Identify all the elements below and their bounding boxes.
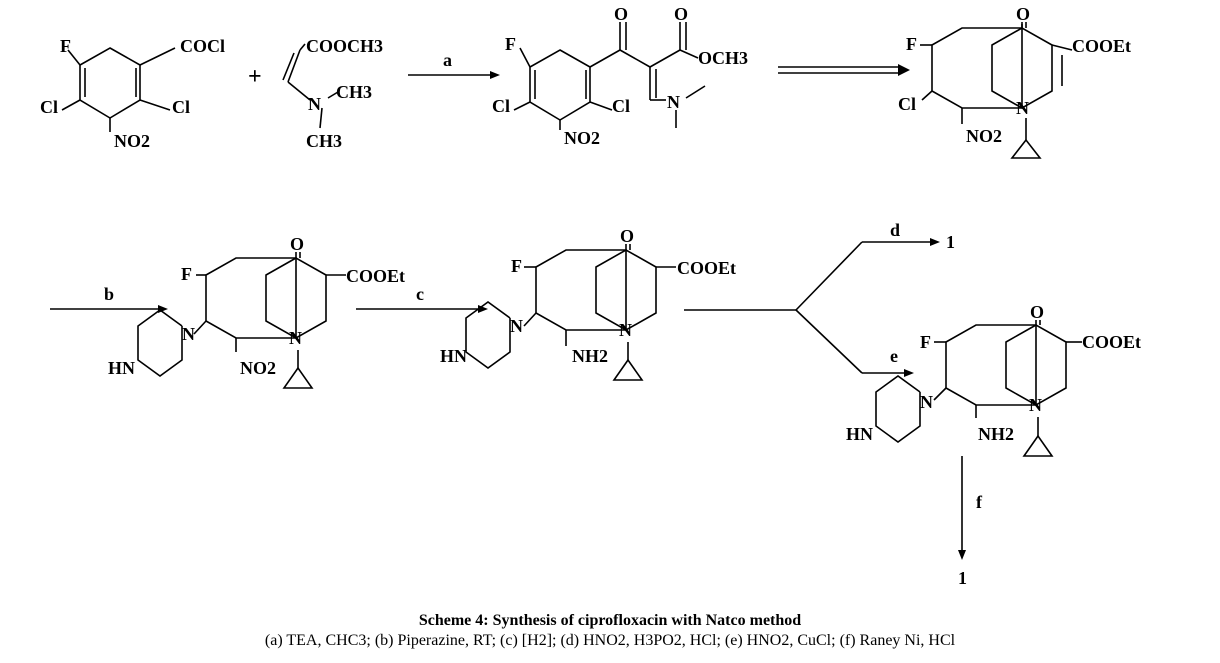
- atom-fluorine: F: [60, 36, 71, 56]
- atom-fluorine: F: [906, 34, 917, 54]
- group-secondary-amine: HN: [108, 358, 135, 378]
- reaction-arrow-multistep: [778, 64, 910, 76]
- group-nitro: NO2: [564, 128, 600, 148]
- atom-nitrogen: N: [1016, 98, 1029, 118]
- reaction-arrow-c: c: [356, 284, 488, 313]
- molecule-amino-quinolone: O COOEt F N NH2 N HN: [440, 226, 736, 381]
- atom-oxygen: O: [674, 4, 688, 24]
- atom-nitrogen: N: [182, 324, 195, 344]
- molecule-enamine-ester: COOCH3 N CH3 CH3: [282, 36, 383, 151]
- reaction-arrow-f: f 1: [958, 456, 983, 588]
- atom-nitrogen: N: [308, 94, 321, 114]
- caption-conditions: (a) TEA, CHC3; (b) Piperazine, RT; (c) […: [264, 632, 956, 649]
- atom-chlorine: Cl: [612, 96, 630, 116]
- reaction-scheme: F COCl Cl Cl NO2 + COOCH3 N CH3 CH3 a: [40, 4, 1141, 588]
- atom-nitrogen: N: [920, 392, 933, 412]
- caption-title: Scheme 4: Synthesis of ciprofloxacin wit…: [418, 612, 802, 629]
- group-nitro: NO2: [966, 126, 1002, 146]
- group-ethyl-ester: COOEt: [1072, 36, 1131, 56]
- group-methyl: CH3: [306, 131, 342, 151]
- atom-fluorine: F: [181, 264, 192, 284]
- atom-fluorine: F: [511, 256, 522, 276]
- reaction-arrow-a: a: [408, 50, 500, 79]
- group-methyl-ester: COOCH3: [306, 36, 383, 56]
- reagent-label-e: e: [890, 346, 898, 366]
- reagent-label-c: c: [416, 284, 424, 304]
- reaction-arrow-b: b: [50, 284, 168, 313]
- group-ethyl-ester: COOEt: [677, 258, 736, 278]
- scheme-caption: Scheme 4: Synthesis of ciprofloxacin wit…: [0, 611, 1220, 651]
- atom-nitrogen: N: [619, 320, 632, 340]
- atom-nitrogen: N: [667, 92, 680, 112]
- atom-nitrogen: N: [510, 316, 523, 336]
- molecule-nitro-quinolone: O COOEt F Cl NO2 N: [898, 4, 1131, 159]
- group-secondary-amine: HN: [440, 346, 467, 366]
- group-nitro: NO2: [114, 131, 150, 151]
- molecule-benzoyl-chloride: F COCl Cl Cl NO2: [40, 36, 225, 151]
- atom-chlorine: Cl: [898, 94, 916, 114]
- molecule-piperazinyl-nitro-quinolone: O COOEt F N NO2 N HN: [108, 234, 405, 389]
- atom-oxygen: O: [290, 234, 304, 254]
- group-amino: NH2: [978, 424, 1014, 444]
- molecule-amino-quinolone-e: O COOEt F N NH2 N HN: [846, 302, 1141, 457]
- group-amino: NH2: [572, 346, 608, 366]
- atom-nitrogen: N: [1029, 395, 1042, 415]
- reaction-arrow-branch: d e 1: [684, 220, 955, 377]
- reagent-label-f: f: [976, 492, 983, 512]
- atom-oxygen: O: [1016, 4, 1030, 24]
- atom-fluorine: F: [920, 332, 931, 352]
- product-label: 1: [946, 232, 955, 252]
- reagent-label-b: b: [104, 284, 114, 304]
- group-secondary-amine: HN: [846, 424, 873, 444]
- product-label: 1: [958, 568, 967, 588]
- group-nitro: NO2: [240, 358, 276, 378]
- molecule-acyl-enamine: O O OCH3 F Cl Cl NO2 N: [492, 4, 748, 148]
- reagent-label-d: d: [890, 220, 900, 240]
- atom-chlorine: Cl: [492, 96, 510, 116]
- atom-chlorine: Cl: [40, 97, 58, 117]
- atom-fluorine: F: [505, 34, 516, 54]
- atom-oxygen: O: [614, 4, 628, 24]
- group-methyl: CH3: [336, 82, 372, 102]
- group-ethyl-ester: COOEt: [1082, 332, 1141, 352]
- atom-chlorine: Cl: [172, 97, 190, 117]
- group-acyl-chloride: COCl: [180, 36, 225, 56]
- atom-nitrogen: N: [289, 328, 302, 348]
- atom-oxygen: O: [620, 226, 634, 246]
- group-ethyl-ester: COOEt: [346, 266, 405, 286]
- reagent-label-a: a: [443, 50, 452, 70]
- group-methoxy: OCH3: [698, 48, 748, 68]
- atom-oxygen: O: [1030, 302, 1044, 322]
- plus-sign: +: [248, 64, 262, 90]
